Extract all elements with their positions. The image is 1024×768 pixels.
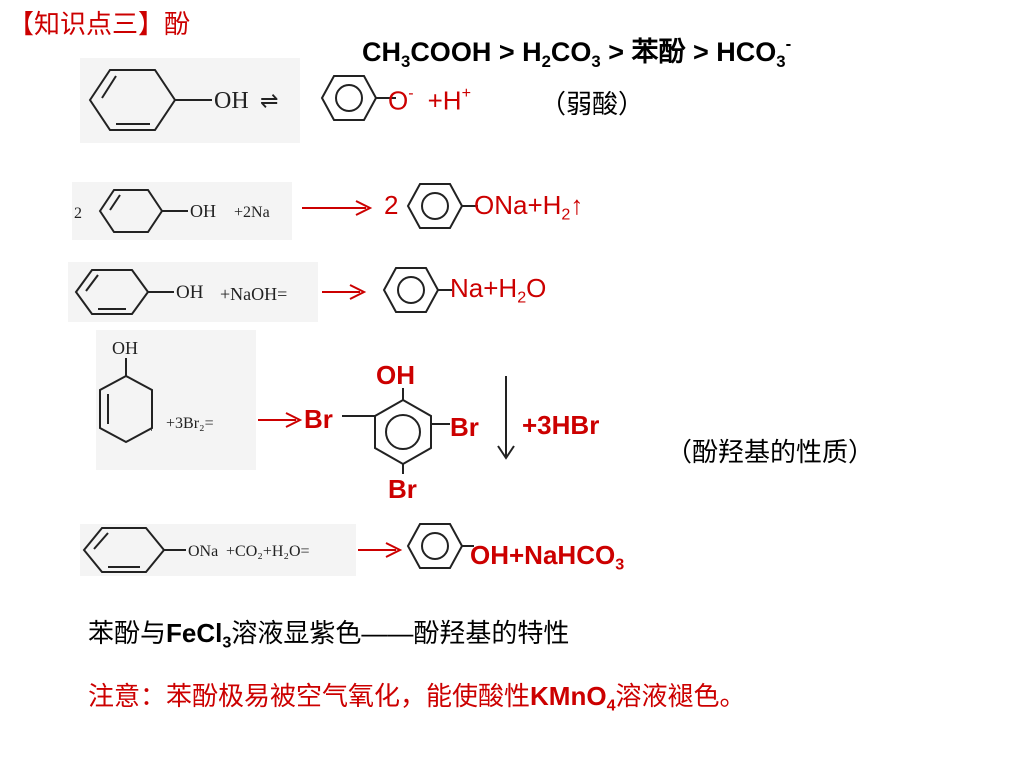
- co2-lhs-scan: ONa +CO₂+H₂O=: [80, 524, 356, 576]
- acidity-part: CH: [362, 37, 401, 67]
- sodium-products: ONa+H2↑: [474, 190, 583, 225]
- arrow-icon: [358, 542, 403, 558]
- sodium-lhs-reagent: +2Na: [234, 204, 270, 221]
- fecl3-sub: 3: [222, 633, 232, 652]
- bromine-lhs-reagent: +3Br₂=: [166, 415, 214, 432]
- arrow-icon: [258, 412, 303, 428]
- sodium-lhs-oh: OH: [190, 201, 216, 221]
- naoh-product-part: O: [526, 273, 547, 303]
- phenoxide-ring: [320, 75, 396, 121]
- bromine-right-label: Br: [450, 412, 479, 442]
- co2-product-ring: [406, 523, 474, 569]
- acidity-order: CH3COOH > H2CO3 > 苯酚 > HCO3-: [362, 30, 791, 72]
- oxygen-label: O: [388, 85, 409, 116]
- naoh-product-ring: [382, 267, 452, 313]
- naoh-products: Na+H2O: [450, 273, 546, 308]
- bromine-bottom-label: Br: [388, 474, 417, 504]
- sodium-product-sub: 2: [561, 205, 571, 224]
- benzene-ring-icon: [99, 374, 153, 444]
- caution-part: 溶液褪色。: [615, 681, 746, 711]
- fecl3-formula: FeCl: [166, 618, 223, 648]
- precipitate-arrow-icon: [497, 376, 515, 460]
- oxygen-charge: -: [408, 84, 414, 102]
- naoh-lhs-scan: OH +NaOH=: [68, 262, 318, 322]
- hbr-product: +3HBr: [522, 410, 600, 440]
- fecl3-part: 苯酚与: [88, 618, 167, 648]
- co2-products: OH+NaHCO3: [470, 540, 624, 575]
- caution-part: 注意：苯酚极易被空气氧化，能使酸性: [88, 681, 531, 711]
- arrow-icon: [302, 200, 373, 216]
- naoh-product-part: Na+H: [450, 273, 518, 303]
- bromine-lhs-side: |: [150, 417, 153, 432]
- co2-product-part: OH+NaHCO: [470, 540, 616, 570]
- sodium-coefficient: 2: [384, 190, 399, 220]
- benzene-ring-icon: [406, 183, 464, 229]
- naoh-product-sub: 2: [517, 288, 527, 307]
- acidity-part: CO: [550, 37, 592, 67]
- bromine-lhs-scan: OH | +3Br₂=: [96, 330, 256, 470]
- acidity-charge: -: [785, 34, 792, 54]
- benzene-ring-icon: [320, 75, 378, 121]
- co2-lhs-group: ONa: [188, 543, 218, 560]
- acidity-sub: 3: [591, 51, 601, 71]
- sodium-product-ring: [406, 183, 478, 229]
- acidity-part: COOH > H: [410, 37, 542, 67]
- sodium-lhs-coefficient: 2: [74, 205, 82, 222]
- acidity-sub: 3: [401, 51, 411, 71]
- acidity-part: > 苯酚 > HCO: [600, 37, 777, 67]
- fecl3-part: 溶液显紫色——酚羟基的特性: [231, 618, 570, 648]
- acidity-sub: 2: [541, 51, 551, 71]
- sodium-product-part: ONa+H: [474, 190, 562, 220]
- phenol-scan: OH ⇌: [80, 58, 300, 143]
- benzene-ring-icon: [374, 398, 432, 466]
- caution-statement: 注意：苯酚极易被空气氧化，能使酸性KMnO4溶液褪色。: [88, 676, 746, 716]
- weak-acid-note: （弱酸）: [540, 89, 645, 119]
- naoh-lhs-oh: OH: [176, 282, 204, 303]
- phenolic-hydroxyl-note: （酚羟基的性质）: [666, 437, 875, 467]
- sodium-lhs-scan: 2 OH +2Na: [72, 182, 292, 240]
- arrow-icon: [322, 284, 367, 300]
- equilibrium-icon: ⇌: [260, 88, 278, 113]
- caution-sub: 4: [606, 696, 616, 715]
- bromine-lhs-oh: OH: [112, 338, 138, 358]
- co2-lhs-reagent: +CO₂+H₂O=: [226, 543, 310, 560]
- phenoxide-products: O-+H+: [388, 84, 471, 116]
- caution-formula: KMnO: [530, 681, 607, 711]
- benzene-ring-icon: [382, 267, 440, 313]
- proton-label: +H: [427, 85, 462, 116]
- co2-product-sub: 3: [615, 555, 625, 574]
- gas-arrow-label: ↑: [570, 190, 584, 220]
- benzene-ring-icon: [406, 523, 464, 569]
- tribromophenol-structure: OH Br Br Br: [304, 360, 479, 504]
- oh-label: OH: [214, 88, 249, 114]
- bromine-left-label: Br: [304, 404, 333, 434]
- naoh-lhs-reagent: +NaOH=: [220, 284, 287, 304]
- tribromophenol-oh: OH: [376, 360, 415, 390]
- acidity-sub: 3: [776, 51, 786, 71]
- fecl3-statement: 苯酚与FeCl3溶液显紫色——酚羟基的特性: [88, 613, 569, 653]
- proton-charge: +: [461, 84, 471, 102]
- section-title: 【知识点三】酚: [8, 9, 191, 39]
